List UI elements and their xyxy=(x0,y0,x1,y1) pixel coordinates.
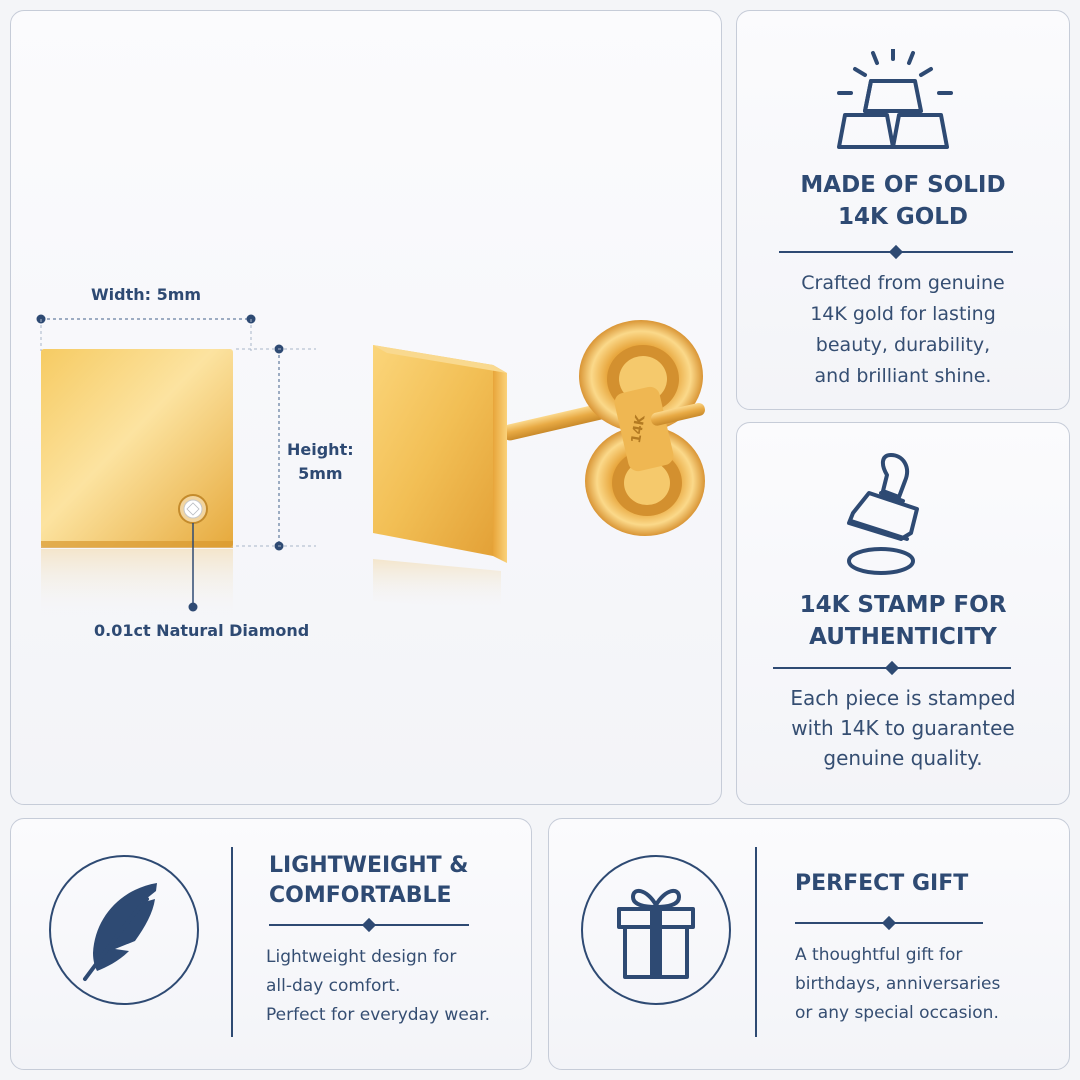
stamp-desc-line: Each piece is stamped xyxy=(790,686,1016,710)
gift-icon-circle xyxy=(581,855,731,1005)
lightweight-title: LIGHTWEIGHT & COMFORTABLE xyxy=(269,851,468,911)
gift-separator xyxy=(755,847,757,1037)
height-dimension xyxy=(236,344,316,551)
height-label-line2: 5mm xyxy=(298,464,343,483)
gold-desc-line: Crafted from genuine xyxy=(801,272,1005,294)
gift-divider xyxy=(795,915,983,931)
feature-card-lightweight: LIGHTWEIGHT & COMFORTABLE Lightweight de… xyxy=(10,818,532,1070)
width-dimension xyxy=(36,314,256,351)
lightweight-title-line1: LIGHTWEIGHT & xyxy=(269,853,469,878)
gift-icon xyxy=(617,888,695,979)
gold-desc-line: beauty, durability, xyxy=(815,334,991,356)
gold-title: MADE OF SOLID 14K GOLD xyxy=(737,169,1069,233)
gold-description: Crafted from genuine 14K gold for lastin… xyxy=(737,268,1069,392)
width-label: Width: 5mm xyxy=(91,285,202,304)
gold-title-line1: MADE OF SOLID xyxy=(800,172,1006,198)
feature-card-solid-gold: MADE OF SOLID 14K GOLD Crafted from genu… xyxy=(736,10,1070,410)
stamp-desc-line: genuine quality. xyxy=(823,746,983,770)
height-label: Height: 5mm xyxy=(287,438,354,486)
product-card: Width: 5mm Height: 5mm 0.01ct Natural Di… xyxy=(10,10,722,805)
gold-bars-icon xyxy=(837,49,953,149)
gift-desc-line: A thoughtful gift for xyxy=(795,945,963,965)
stamp-title-line1: 14K STAMP FOR xyxy=(799,592,1007,618)
stamp-title-line2: AUTHENTICITY xyxy=(809,624,997,650)
lightweight-divider xyxy=(269,917,469,933)
gold-desc-line: 14K gold for lasting xyxy=(810,303,996,325)
stamp-icon xyxy=(847,453,919,575)
stamp-description: Each piece is stamped with 14K to guaran… xyxy=(737,683,1069,773)
lightweight-description: Lightweight design for all-day comfort. … xyxy=(266,943,490,1030)
stamp-title: 14K STAMP FOR AUTHENTICITY xyxy=(737,589,1069,653)
feature-card-gift: PERFECT GIFT A thoughtful gift for birth… xyxy=(548,818,1070,1070)
stamp-desc-line: with 14K to guarantee xyxy=(791,716,1015,740)
lightweight-title-line2: COMFORTABLE xyxy=(269,883,452,908)
feature-card-stamp: 14K STAMP FOR AUTHENTICITY Each piece is… xyxy=(736,422,1070,805)
earring-stamp-mark: 14K xyxy=(629,413,649,444)
gift-title: PERFECT GIFT xyxy=(795,871,969,896)
lightweight-desc-line: Perfect for everyday wear. xyxy=(266,1005,491,1025)
gift-description: A thoughtful gift for birthdays, anniver… xyxy=(795,941,1000,1028)
gold-divider xyxy=(779,244,1013,260)
diamond-label: 0.01ct Natural Diamond xyxy=(94,621,310,640)
feather-icon-circle xyxy=(49,855,199,1005)
gift-desc-line: or any special occasion. xyxy=(795,1003,999,1023)
earring-illustration: 14K xyxy=(36,314,705,619)
diamond-pointer xyxy=(188,523,198,612)
stamp-divider xyxy=(773,660,1011,676)
height-label-line1: Height: xyxy=(287,440,354,459)
lightweight-desc-line: all-day comfort. xyxy=(266,976,401,996)
earring-front xyxy=(41,349,233,619)
earring-side: 14K xyxy=(373,320,705,611)
lightweight-separator xyxy=(231,847,233,1037)
gift-desc-line: birthdays, anniversaries xyxy=(795,974,1001,994)
gold-desc-line: and brilliant shine. xyxy=(814,365,992,387)
feather-icon xyxy=(83,883,157,981)
lightweight-desc-line: Lightweight design for xyxy=(266,947,457,967)
gold-title-line2: 14K GOLD xyxy=(837,204,968,230)
